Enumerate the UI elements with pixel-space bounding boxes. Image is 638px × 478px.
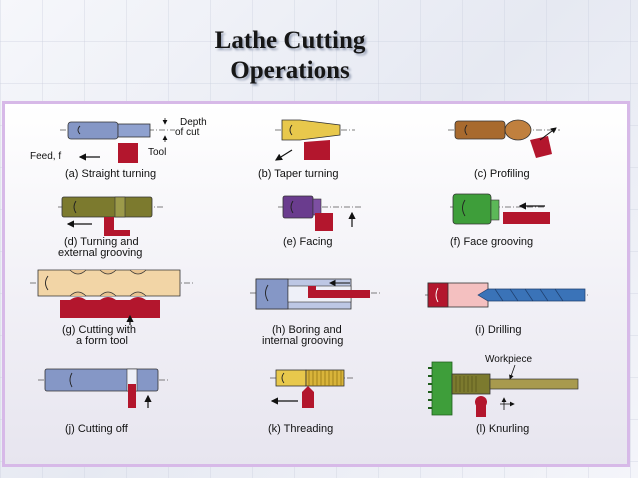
- depth-of-cut-label-1: Depth: [180, 117, 207, 128]
- title-line-2: Operations: [230, 57, 350, 84]
- figure-boring: [250, 278, 380, 310]
- figure-facing: [278, 195, 362, 231]
- cutting-tool: [503, 212, 550, 224]
- workpiece: [44, 368, 159, 392]
- figure-form-tool: [30, 269, 195, 325]
- caption-b: (b) Taper turning: [258, 168, 339, 180]
- caption-d-line2: external grooving: [58, 247, 143, 259]
- workpiece: [67, 121, 119, 140]
- figure-threading: [270, 369, 355, 408]
- cutting-tool: [104, 217, 130, 236]
- caption-f: (f) Face grooving: [450, 236, 534, 248]
- workpiece: [282, 195, 314, 219]
- workpiece-profile: [504, 119, 532, 141]
- title-line-1: Lathe Cutting: [214, 27, 366, 54]
- caption-l: (l) Knurling: [476, 423, 530, 435]
- caption-k: (k) Threading: [268, 423, 334, 435]
- parting-tool: [128, 384, 136, 408]
- workpiece-label: Workpiece: [485, 354, 533, 365]
- workpiece: [454, 120, 506, 140]
- form-tool: [60, 297, 160, 318]
- caption-g: (g) Cutting with: [62, 324, 136, 336]
- figure-cutting-off: [38, 368, 170, 408]
- figure-face-grooving: [450, 193, 550, 225]
- workpiece: [61, 196, 153, 218]
- figure-drilling: [425, 282, 590, 308]
- workpiece: [281, 119, 341, 141]
- drill-bit: [477, 288, 586, 302]
- caption-g-line2: a form tool: [76, 335, 128, 347]
- caption-a: (a) Straight turning: [65, 168, 157, 180]
- workpiece-turned: [117, 123, 151, 138]
- workpiece: [452, 193, 492, 225]
- figure-knurling: [428, 361, 579, 417]
- caption-e: (e) Facing: [283, 236, 333, 248]
- boring-bar: [308, 290, 370, 298]
- figure-taper-turning: [274, 119, 355, 161]
- threading-tool: [302, 386, 314, 408]
- slide-title: Lathe Cutting Operations: [0, 26, 580, 86]
- chuck: [431, 361, 453, 416]
- depth-of-cut-label-2: of cut: [175, 127, 200, 138]
- caption-d: (d) Turning and: [64, 236, 139, 248]
- figure-straight-turning: [60, 118, 175, 163]
- figure-turning-grooving: [58, 196, 165, 236]
- figure-profiling: [448, 119, 560, 158]
- caption-i: (i) Drilling: [475, 324, 522, 336]
- workpiece: [451, 373, 491, 395]
- workpiece: [275, 369, 307, 387]
- cutting-tool: [315, 213, 333, 231]
- caption-h: (h) Boring and: [272, 324, 342, 336]
- caption-h-line2: internal grooving: [262, 335, 344, 347]
- feed-label: Feed, f: [30, 151, 62, 162]
- tool-label: Tool: [148, 147, 167, 158]
- cutting-tool: [304, 140, 330, 160]
- cutting-tool: [530, 136, 552, 158]
- caption-c: (c) Profiling: [474, 168, 530, 180]
- cutting-tool: [118, 143, 138, 163]
- caption-j: (j) Cutting off: [65, 423, 128, 435]
